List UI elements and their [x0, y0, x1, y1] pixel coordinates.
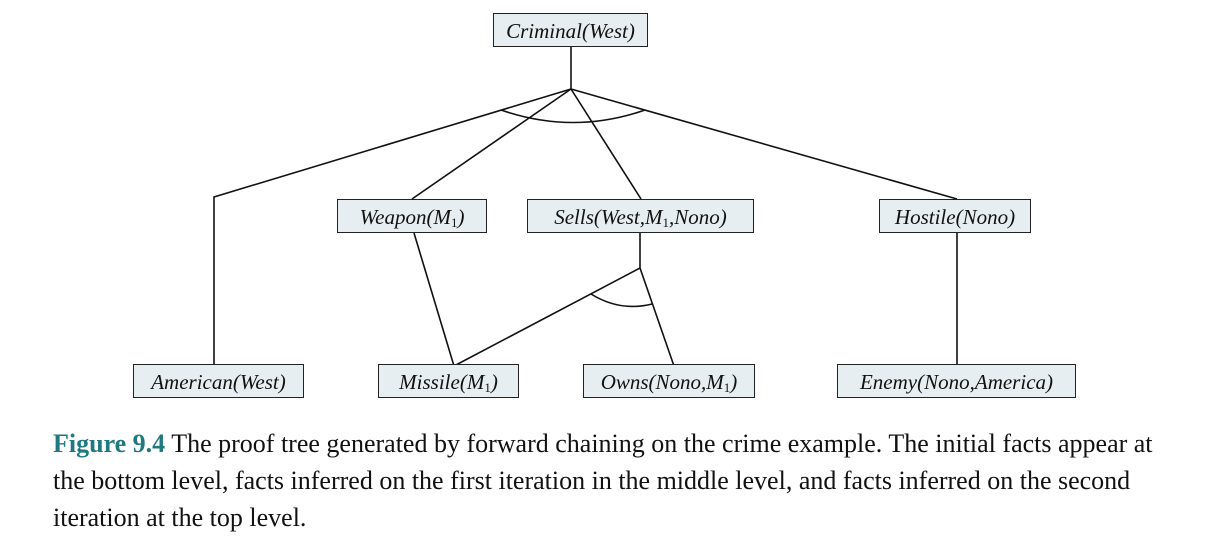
node-sells-west-m1-nono: Sells(West,M1,Nono) [527, 199, 754, 233]
node-sells-post: ,Nono) [669, 205, 727, 229]
figure-label: Figure 9.4 [53, 429, 166, 458]
figure-caption-text: The proof tree generated by forward chai… [53, 429, 1153, 532]
edge-weapon-missile [413, 232, 455, 367]
node-enemy-text: Enemy(Nono,America) [859, 370, 1054, 394]
edge-criminal-weapon [411, 88, 572, 200]
node-missile-post: ) [490, 370, 498, 394]
node-criminal-west: Criminal(West) [493, 13, 648, 47]
conjunction-arc-top [500, 109, 646, 124]
node-owns-nono-m1: Owns(Nono,M1) [583, 364, 755, 398]
node-weapon-post: ) [457, 205, 465, 229]
node-american-west: American(West) [133, 364, 304, 398]
node-enemy-nono-america: Enemy(Nono,America) [837, 364, 1076, 398]
edge-criminal-hostile [570, 88, 958, 200]
edge-sells-missile [453, 267, 641, 367]
proof-tree-diagram: Criminal(West) Weapon(M1) Sells(West,M1,… [133, 13, 1076, 398]
node-owns-pre: Owns(Nono,M [600, 370, 724, 394]
figure-caption: Figure 9.4 The proof tree generated by f… [53, 425, 1163, 536]
conjunction-arc-lower [590, 293, 653, 308]
edge-sells-owns [639, 267, 675, 367]
edge-criminal-american [213, 88, 572, 366]
node-american-text: American(West) [151, 370, 286, 394]
node-sells-pre: Sells(West,M [554, 205, 663, 229]
node-owns-sub: 1 [723, 380, 731, 395]
node-missile-sub: 1 [484, 380, 491, 395]
node-weapon-pre: Weapon(M [359, 205, 451, 229]
node-sells-sub: 1 [662, 215, 670, 230]
node-weapon-m1: Weapon(M1) [337, 199, 487, 233]
node-criminal-text: Criminal(West) [506, 19, 635, 43]
proof-tree-edges [213, 47, 958, 367]
edge-criminal-sells [570, 88, 642, 200]
node-missile-m1: Missile(M1) [378, 364, 519, 398]
node-missile-pre: Missile(M [399, 370, 485, 394]
node-owns-post: ) [730, 370, 738, 394]
node-hostile-nono: Hostile(Nono) [879, 199, 1031, 233]
node-weapon-sub: 1 [450, 215, 458, 230]
node-hostile-text: Hostile(Nono) [894, 205, 1016, 229]
